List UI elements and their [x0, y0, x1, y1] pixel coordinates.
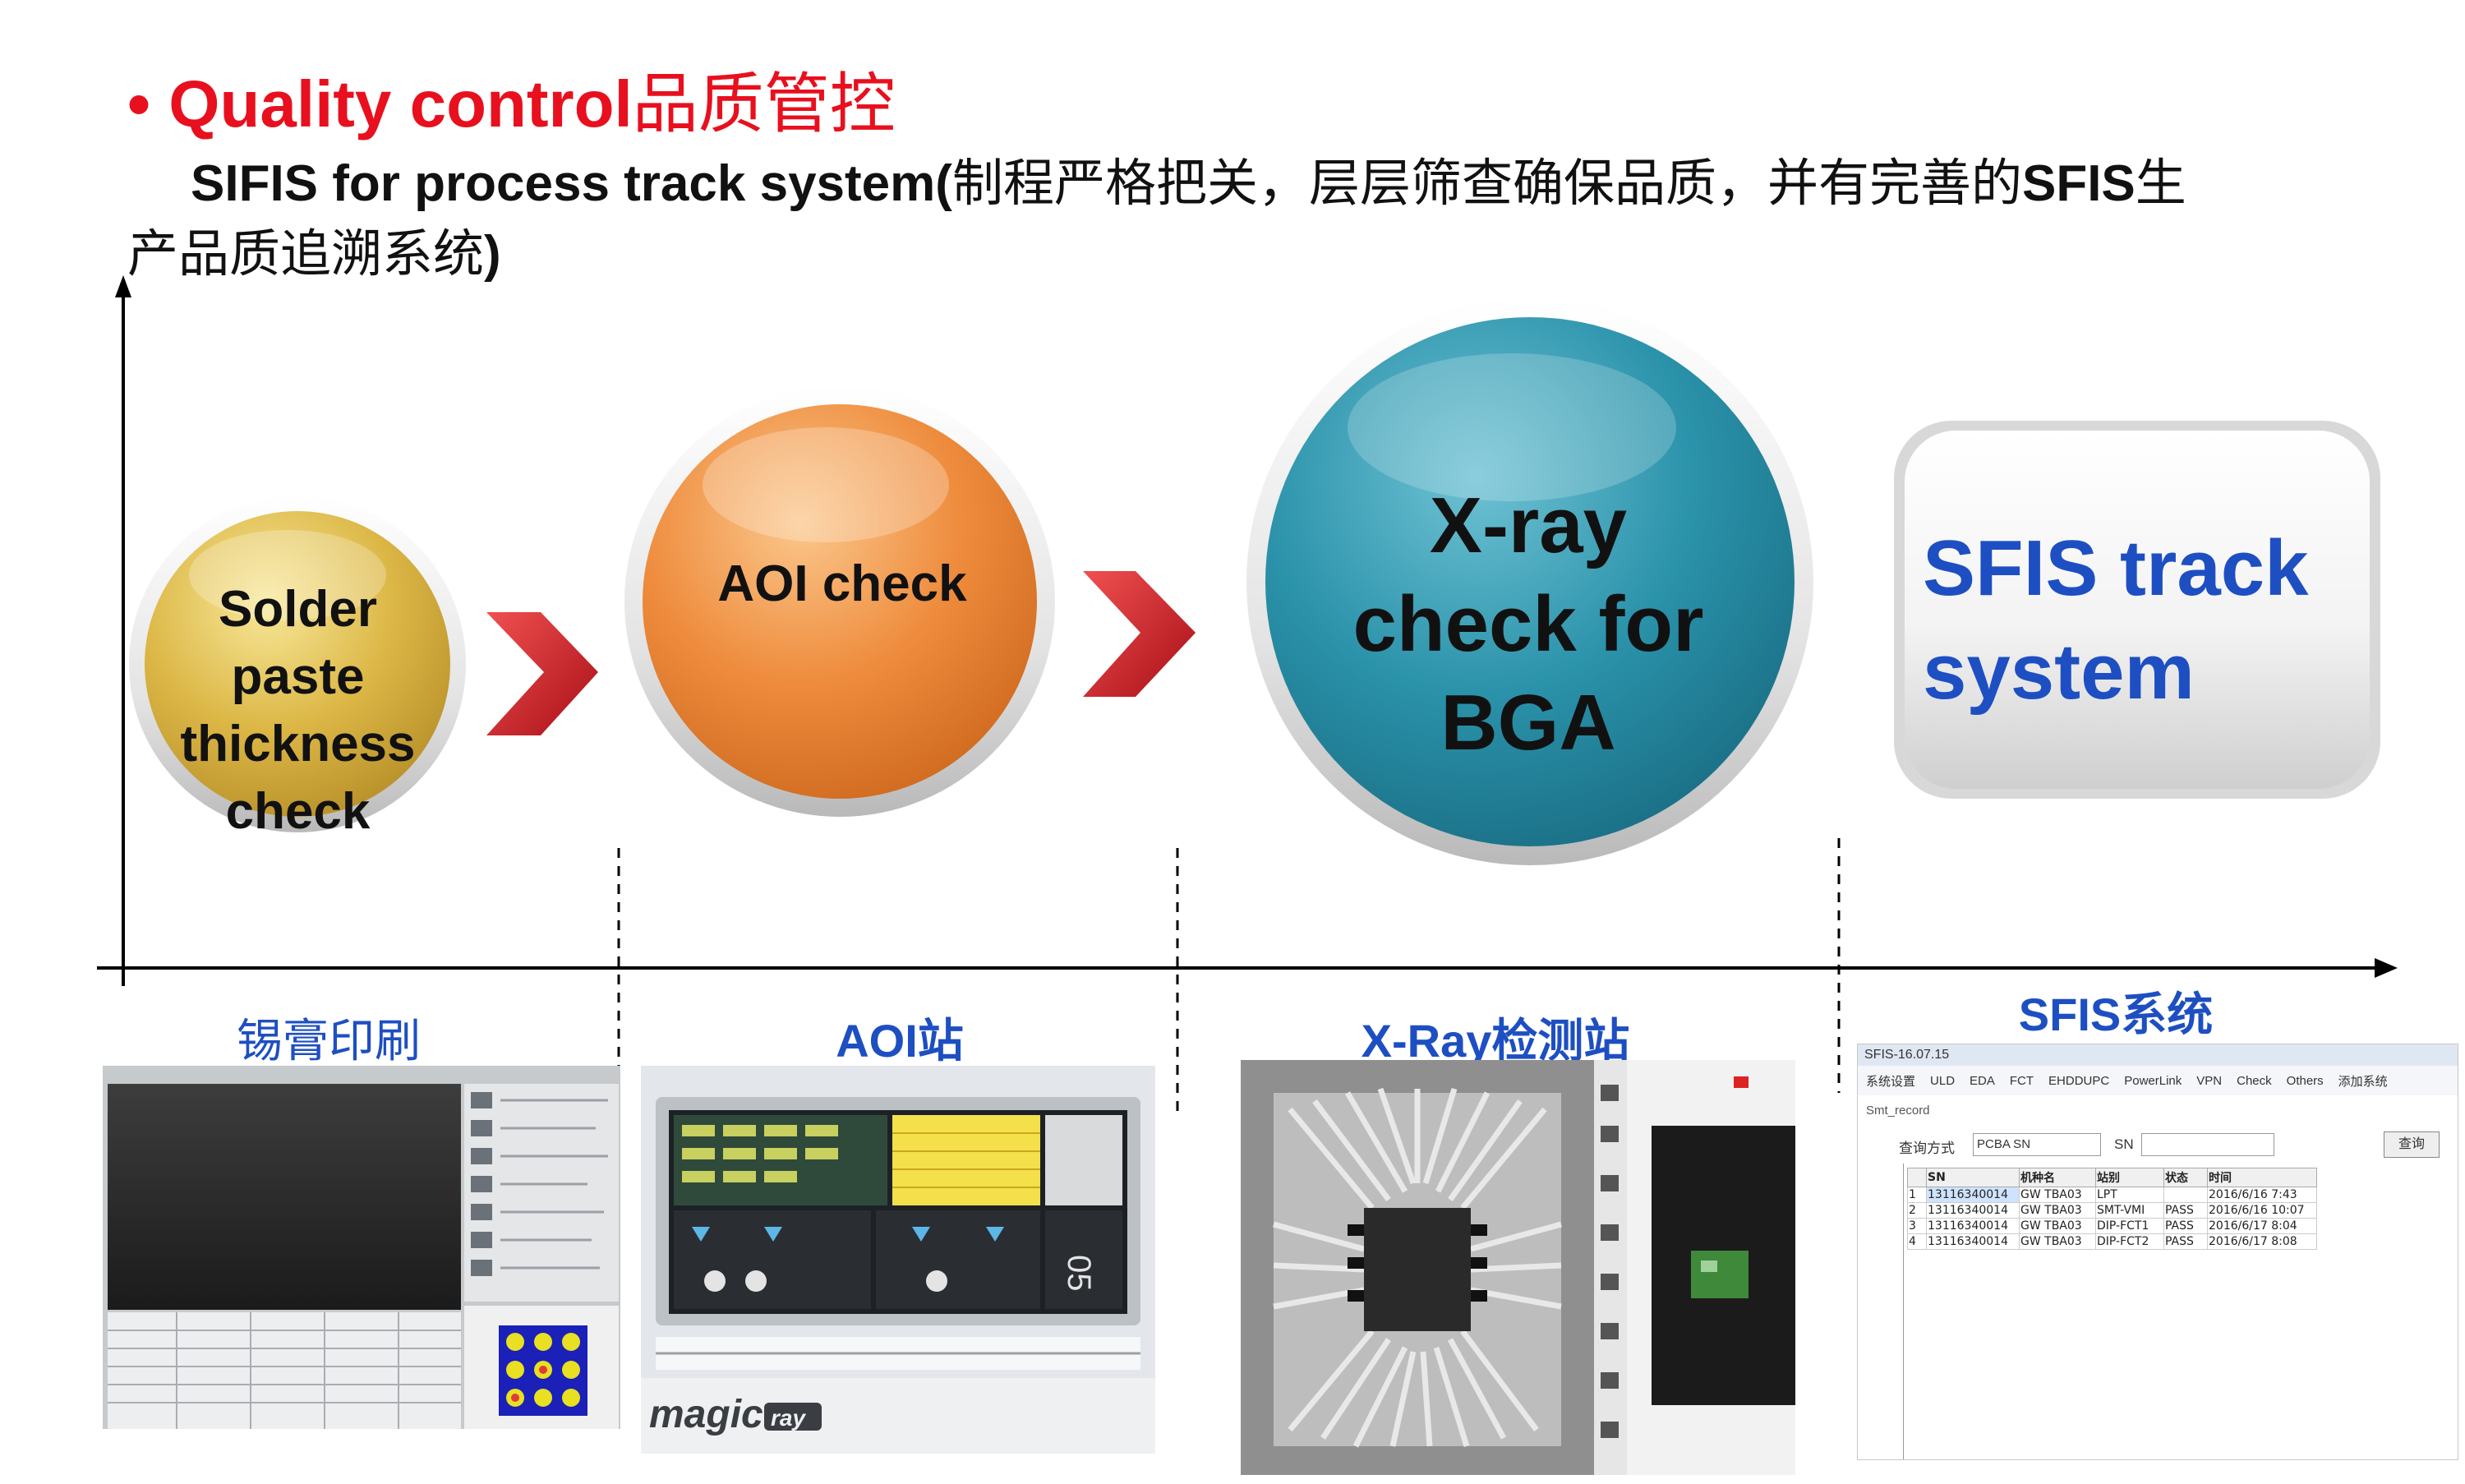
flow-chevron: [1083, 571, 1196, 697]
aoi-brand-tag: ray: [771, 1405, 806, 1431]
table-cell: 2016/6/16 10:07: [2207, 1202, 2317, 1219]
photo-xray-image: [1241, 1060, 1795, 1475]
table-header: SN: [1926, 1168, 2020, 1187]
sfis-record-table: SN 机种名 站别 状态 时间 1 13116340014 GW TBA03 L…: [1907, 1168, 2317, 1250]
table-cell: PASS: [2163, 1233, 2208, 1250]
title-chinese: 品质管控: [632, 67, 896, 141]
caption-aoi-station: AOI站: [836, 1015, 964, 1067]
table-cell: 2: [1907, 1202, 1927, 1219]
table-cell: GW TBA03: [2019, 1233, 2096, 1250]
table-cell: 13116340014: [1926, 1202, 2020, 1219]
table-header: 时间: [2207, 1168, 2317, 1187]
x-axis-arrowhead: [2375, 958, 2398, 978]
table-cell: GW TBA03: [2019, 1218, 2096, 1234]
table-cell: 1: [1907, 1187, 1927, 1203]
title-bullet: •: [127, 67, 151, 141]
table-cell: GW TBA03: [2019, 1202, 2096, 1219]
photo-aoi-machine: 05 magic ray: [641, 1066, 1155, 1454]
caption-solder-printing: 锡膏印刷: [237, 1015, 421, 1067]
subtitle-line-2: 产品质追溯系统): [127, 212, 501, 286]
sfis-menu-item[interactable]: VPN: [2196, 1073, 2223, 1088]
table-cell: 13116340014: [1926, 1233, 2020, 1250]
stage-circle-xray: [1246, 298, 1813, 865]
sfis-window-title: SFIS-16.07.15: [1858, 1044, 2458, 1066]
table-header: 机种名: [2019, 1168, 2096, 1187]
aoi-brand-logo: magic: [649, 1393, 763, 1436]
stage-box-sfis: [1894, 421, 2380, 799]
subtitle-text-1: 制程严格把关，层层筛查确保品质，并有完善的: [951, 155, 2022, 212]
photo-sfis-software: SFIS-16.07.15 系统设置 ULD EDA FCT EHDDUPC P…: [1857, 1044, 2458, 1460]
table-row[interactable]: 3 13116340014 GW TBA03 DIP-FCT1 PASS 201…: [1907, 1218, 2317, 1234]
flow-chevron: [486, 612, 598, 735]
sfis-menu-item[interactable]: EHDDUPC: [2048, 1073, 2110, 1088]
page-title: • Quality control品质管控: [127, 51, 896, 146]
sfis-menu-item[interactable]: FCT: [2009, 1073, 2034, 1088]
table-header: 站别: [2095, 1168, 2164, 1187]
table-cell: PASS: [2163, 1218, 2208, 1234]
sfis-menu-item[interactable]: Check: [2237, 1073, 2272, 1088]
sfis-query-label: 查询方式: [1899, 1141, 1955, 1156]
sfis-menu-bar: 系统设置 ULD EDA FCT EHDDUPC PowerLink VPN C…: [1858, 1066, 2458, 1095]
table-row[interactable]: 4 13116340014 GW TBA03 DIP-FCT2 PASS 201…: [1907, 1233, 2317, 1250]
stage-label-aoi: AOI check: [717, 555, 967, 612]
sfis-menu-item[interactable]: EDA: [1970, 1073, 1995, 1088]
sfis-subwindow-title: Smt_record: [1866, 1104, 1930, 1118]
subtitle-text-3: 产品质追溯系统: [127, 226, 485, 283]
table-cell: DIP-FCT2: [2095, 1233, 2164, 1250]
table-cell: DIP-FCT1: [2095, 1218, 2164, 1234]
sfis-query-button[interactable]: 查询: [2384, 1131, 2440, 1158]
stage-label-solder-paste: Solder paste thickness check: [180, 581, 416, 840]
subtitle-text-2: 生: [2135, 155, 2186, 212]
sfis-menu-item[interactable]: 系统设置: [1866, 1074, 1916, 1089]
table-row[interactable]: 1 13116340014 GW TBA03 LPT 2016/6/16 7:4…: [1907, 1187, 2317, 1203]
stage-label-sfis: SFIS track system: [1923, 524, 2309, 716]
photo-solder-paste-screen: [103, 1066, 620, 1429]
subtitle-bold-2: SFIS: [2021, 155, 2136, 212]
table-cell: GW TBA03: [2019, 1187, 2096, 1203]
table-cell: PASS: [2163, 1202, 2208, 1219]
stage-circle-aoi: [624, 386, 1055, 817]
caption-xray-station: X-Ray检测站: [1361, 1015, 1630, 1067]
sfis-menu-item[interactable]: PowerLink: [2124, 1073, 2182, 1088]
sfis-menu-item[interactable]: ULD: [1930, 1073, 1956, 1088]
stage-circle-solder-paste: [129, 495, 466, 832]
table-cell: 2016/6/17 8:04: [2207, 1218, 2317, 1234]
sfis-sn-input[interactable]: [2141, 1133, 2274, 1156]
sfis-table-gridline: [1903, 1164, 1904, 1459]
table-cell: 13116340014: [1926, 1218, 2020, 1234]
y-axis-arrowhead: [115, 275, 131, 297]
table-cell: 13116340014: [1926, 1187, 2020, 1203]
table-cell: 2016/6/17 8:08: [2207, 1233, 2317, 1250]
sfis-query-select[interactable]: PCBA SN: [1973, 1133, 2101, 1156]
table-cell: 4: [1907, 1233, 1927, 1250]
stage-label-xray: X-ray check for BGA: [1352, 482, 1704, 767]
table-header: 状态: [2163, 1168, 2208, 1187]
sfis-sn-label: SN: [2114, 1136, 2134, 1152]
table-cell: 3: [1907, 1218, 1927, 1234]
table-cell: 2016/6/16 7:43: [2207, 1187, 2317, 1203]
subtitle-bold-1: SIFIS for process track system(: [191, 155, 952, 212]
table-row[interactable]: 2 13116340014 GW TBA03 SMT-VMI PASS 2016…: [1907, 1202, 2317, 1219]
sfis-menu-item[interactable]: Others: [2286, 1073, 2324, 1088]
sfis-menu-item[interactable]: 添加系统: [2338, 1074, 2388, 1089]
caption-sfis-system: SFIS系统: [2018, 989, 2214, 1040]
table-cell: SMT-VMI: [2095, 1202, 2164, 1219]
table-cell: [2163, 1187, 2208, 1203]
subtitle-line-1: SIFIS for process track system(制程严格把关，层层…: [191, 141, 2186, 215]
table-cell: LPT: [2095, 1187, 2164, 1203]
aoi-screen-digits: 05: [1061, 1255, 1097, 1292]
subtitle-bold-3: ): [484, 226, 501, 283]
title-english: Quality control: [168, 67, 633, 141]
